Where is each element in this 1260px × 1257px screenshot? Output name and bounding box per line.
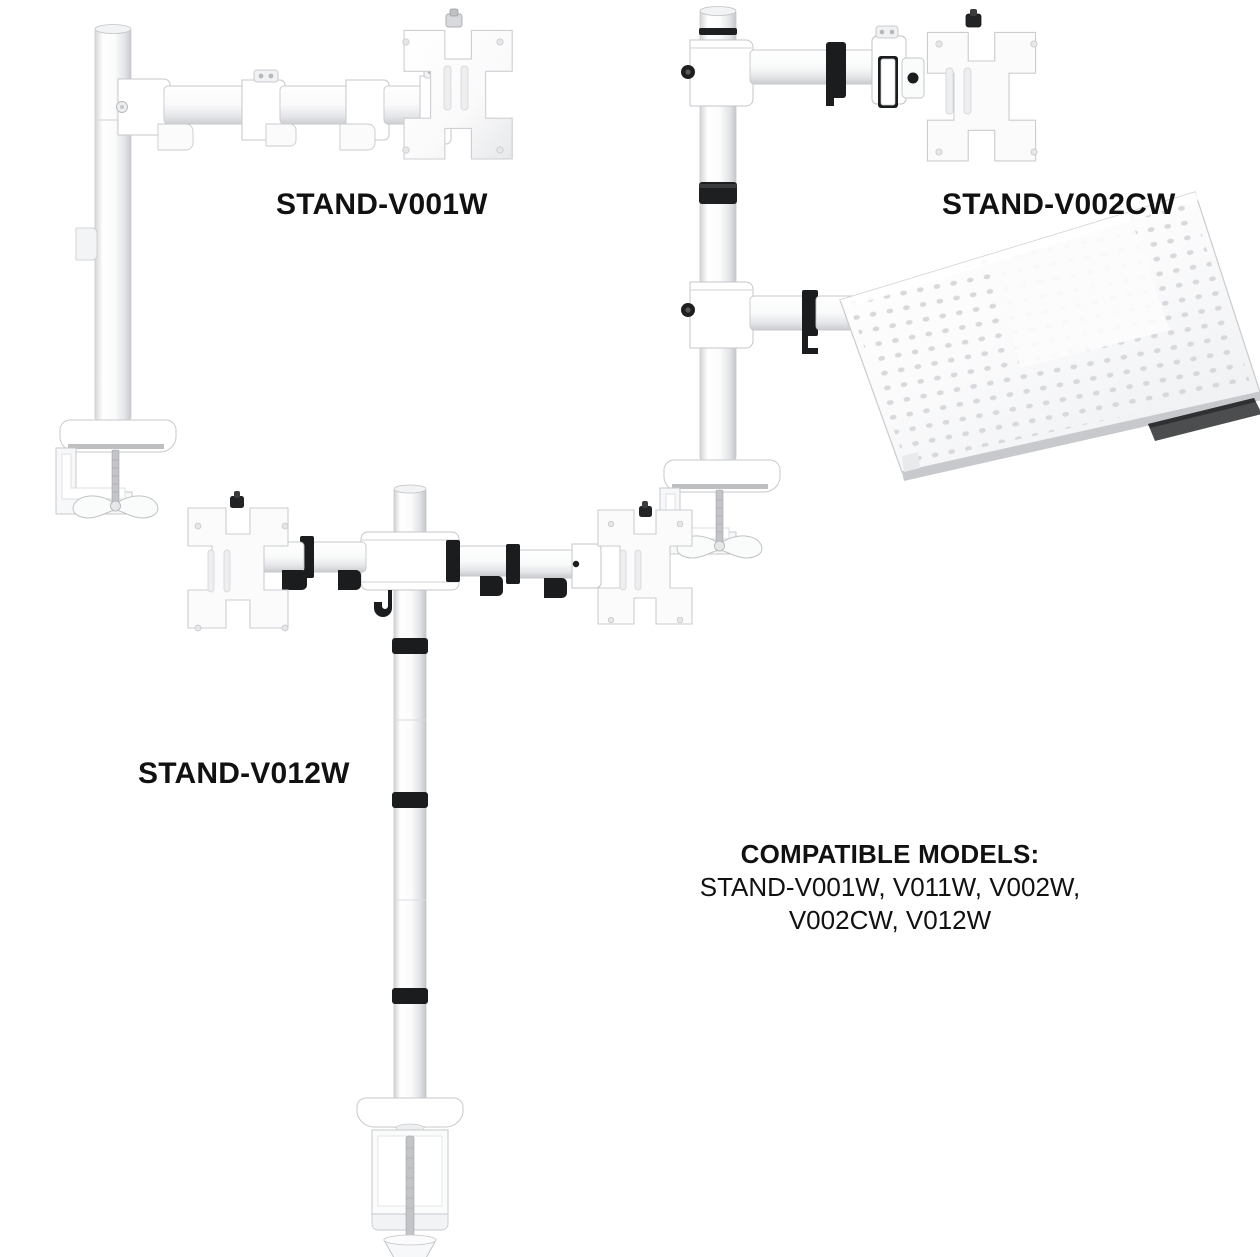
compatible-models-block: COMPATIBLE MODELS: STAND-V001W, V011W, V…	[620, 838, 1160, 938]
model-label-v001w: STAND-V001W	[276, 188, 488, 221]
pole-ring-2	[392, 792, 428, 808]
compatible-models-title: COMPATIBLE MODELS:	[740, 839, 1040, 869]
pole-v012w	[392, 484, 428, 1129]
model-label-v012w: STAND-V012W	[138, 757, 350, 790]
compatible-models-line-2: V002CW, V012W	[788, 905, 992, 936]
model-label-v002cw: STAND-V002CW	[942, 188, 1176, 221]
pole-ring-1	[392, 638, 428, 654]
product-image-v001w	[40, 0, 513, 520]
lower-arm-v002cw	[681, 281, 859, 354]
upper-arm-v002cw	[681, 25, 925, 108]
pole-ring-3	[392, 988, 428, 1004]
cable-clips-v001w	[157, 123, 376, 151]
compatible-models-line-1: STAND-V001W, V011W, V002W,	[699, 871, 1081, 902]
vesa-plate-left-v012w	[187, 491, 289, 632]
center-hub-v012w	[360, 531, 460, 617]
grommet-base-v012w	[356, 1097, 464, 1257]
vesa-plate-right-v012w	[597, 501, 693, 625]
vesa-plate-v001w	[402, 8, 513, 160]
vesa-plate-v002cw	[926, 9, 1038, 162]
product-image-v002cw	[650, 0, 1260, 610]
arm-v001w	[116, 65, 452, 151]
clamp-base-v001w	[55, 419, 177, 519]
right-arm-v012w	[446, 540, 602, 598]
product-image-v012w	[180, 470, 693, 1257]
laptop-tray-v002cw	[839, 191, 1260, 481]
